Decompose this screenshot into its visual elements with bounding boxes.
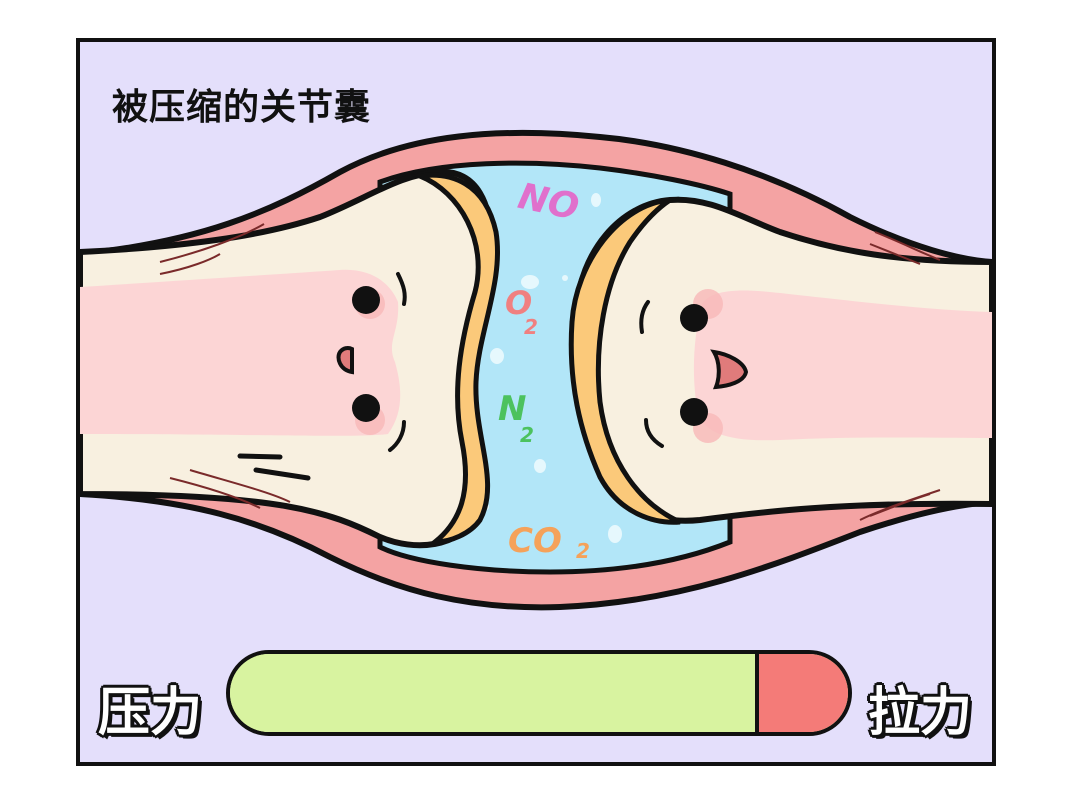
gauge-tension-segment bbox=[755, 654, 848, 732]
joint-illustration: NO O 2 N 2 CO 2 bbox=[80, 129, 992, 611]
svg-text:2: 2 bbox=[520, 423, 534, 447]
right-eye bbox=[680, 398, 708, 426]
right-mouth bbox=[710, 349, 749, 390]
gauge-pressure-segment bbox=[230, 654, 756, 732]
right-eye bbox=[680, 304, 708, 332]
left-bone bbox=[80, 168, 500, 549]
left-mouth bbox=[336, 346, 354, 375]
page-title: 被压缩的关节囊 bbox=[112, 87, 372, 128]
gas-o2: O bbox=[505, 284, 532, 322]
left-eye bbox=[352, 394, 380, 422]
svg-text:2: 2 bbox=[576, 539, 590, 563]
tension-label: 拉力 bbox=[868, 683, 973, 743]
gas-n2: N bbox=[498, 389, 526, 429]
illustration-panel: NO O 2 N 2 CO 2 被压缩的关节囊 压力 拉力 bbox=[76, 38, 996, 766]
gas-co2: CO bbox=[508, 521, 562, 561]
pressure-tension-gauge bbox=[226, 650, 852, 736]
capsule-fibers bbox=[159, 223, 941, 521]
left-eye bbox=[352, 286, 380, 314]
svg-text:2: 2 bbox=[524, 315, 538, 339]
gas-labels: NO O 2 N 2 CO 2 bbox=[498, 176, 590, 563]
pressure-label: 压力 bbox=[98, 683, 203, 743]
right-bone bbox=[568, 196, 992, 525]
